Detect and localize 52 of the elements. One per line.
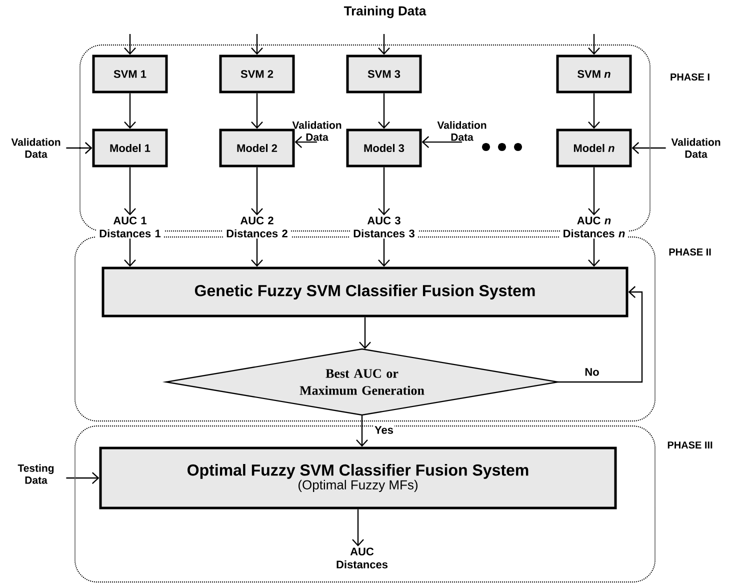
edge-label: No [584, 367, 600, 377]
input-text: Testing Data [18, 464, 54, 484]
arrow [422, 136, 462, 148]
process-box: SVM 1 [92, 54, 168, 94]
output-text: AUC 2 Distances 2 [223, 216, 291, 238]
process-box: SVM 3 [346, 54, 422, 94]
process-box: SVM 2 [219, 54, 295, 94]
process-box: Optimal Fuzzy SVM Classifier Fusion System (Optimal Fuzzy MFs) [99, 446, 617, 510]
output-text: AUC n Distances n [560, 216, 628, 238]
input-text: Validation Data [671, 138, 720, 158]
arrow [378, 34, 390, 55]
arrow [588, 167, 600, 216]
arrow [124, 34, 136, 55]
process-box: Model 2 [219, 128, 295, 168]
input-text: Validation Data [437, 121, 486, 141]
arrow [124, 167, 136, 216]
arrow [588, 238, 600, 267]
edge-label: Yes [374, 425, 394, 435]
arrow [124, 93, 136, 129]
phase-label: PHASE II [669, 248, 711, 256]
phase-region [74, 426, 712, 582]
process-box: SVM n [556, 54, 632, 94]
arrow [588, 34, 600, 55]
arrow [66, 472, 100, 484]
input-text: Validation Data [11, 138, 60, 158]
heading: Training Data [344, 6, 426, 18]
arrow [378, 167, 390, 216]
arrow [378, 93, 390, 129]
process-box: Model 1 [92, 128, 168, 168]
arrow [66, 142, 92, 154]
arrow [356, 415, 368, 447]
arrow [251, 34, 263, 55]
arrow [251, 238, 263, 267]
process-box: Model 3 [346, 128, 422, 168]
arrow [294, 136, 317, 148]
arrow [359, 317, 371, 349]
arrow [251, 93, 263, 129]
arrow [352, 509, 364, 546]
output-text: AUC Distances [328, 546, 396, 570]
arrow [251, 167, 263, 216]
arrow [632, 142, 666, 154]
output-text: AUC 1 Distances 1 [96, 216, 164, 238]
arrow [124, 238, 136, 267]
arrow [558, 286, 643, 383]
arrow [378, 238, 390, 267]
process-box: Genetic Fuzzy SVM Classifier Fusion System [102, 266, 628, 318]
arrow [588, 93, 600, 129]
phase-label: PHASE I [670, 73, 710, 81]
phase-label: PHASE III [668, 441, 712, 449]
process-box: Model n [556, 128, 632, 168]
output-text: AUC 3 Distances 3 [350, 216, 418, 238]
input-text: Validation Data [292, 121, 342, 141]
